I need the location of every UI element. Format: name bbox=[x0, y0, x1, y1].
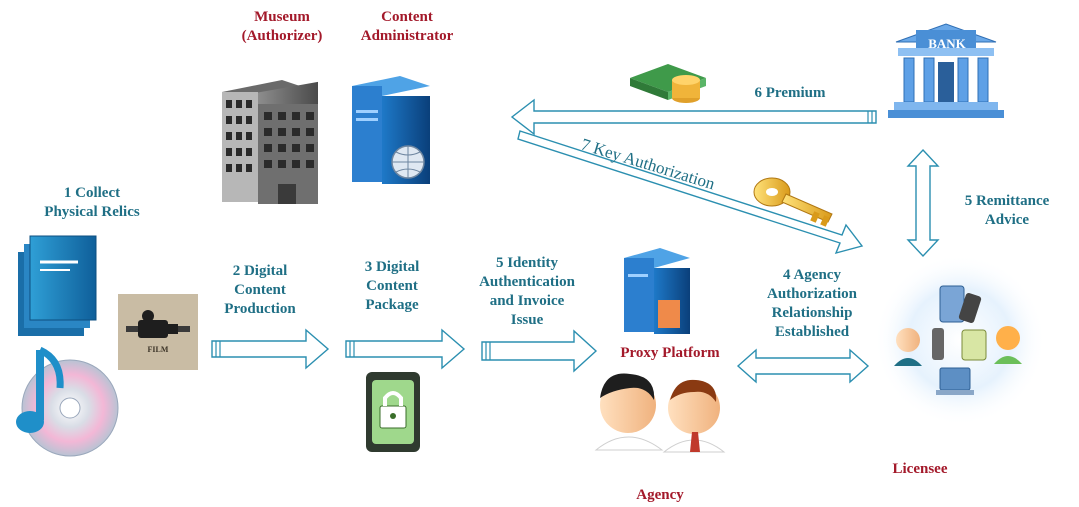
server-globe-icon bbox=[352, 76, 430, 184]
agency-people-icon bbox=[594, 373, 726, 453]
agency-label: Agency bbox=[636, 487, 684, 503]
museum-label: Museum (Authorizer) bbox=[241, 9, 323, 44]
step-agency-auth-label: 4 Agency Authorization Relationship Esta… bbox=[767, 267, 857, 340]
bank-icon bbox=[888, 23, 1004, 118]
arrow-production bbox=[211, 328, 330, 370]
step-package-label: 3 Digital Content Package bbox=[364, 259, 420, 313]
arrow-key-auth bbox=[517, 130, 864, 255]
museum-building-icon bbox=[222, 80, 318, 204]
arrow-identity bbox=[481, 329, 598, 373]
licensee-label: Licensee bbox=[892, 461, 948, 477]
step-collect-label: 1 Collect Physical Relics bbox=[44, 185, 140, 220]
lock-card-icon bbox=[366, 372, 420, 452]
proxy-platform-label: Proxy Platform bbox=[620, 345, 720, 361]
arrow-remittance bbox=[906, 148, 940, 258]
arrow-package bbox=[345, 328, 466, 370]
proxy-server-icon bbox=[624, 248, 690, 334]
content-admin-label: Content Administrator bbox=[360, 9, 454, 44]
step-production-label: 2 Digital Content Production bbox=[224, 263, 296, 317]
step-identity-label: 5 Identity Authentication and Invoice Is… bbox=[479, 255, 575, 328]
music-cd-icon bbox=[16, 346, 119, 457]
money-coins-icon bbox=[630, 64, 706, 103]
arrow-agency-auth bbox=[736, 348, 870, 384]
arrow-premium bbox=[510, 98, 877, 136]
key-icon bbox=[753, 177, 833, 227]
step-premium-label: 6 Premium bbox=[754, 85, 826, 101]
film-camera-icon bbox=[118, 294, 198, 370]
licensee-network-icon bbox=[874, 254, 1046, 426]
flow-arrows bbox=[211, 98, 940, 384]
step-remittance-label: 5 Remittance Advice bbox=[964, 193, 1050, 228]
books-icon bbox=[18, 235, 97, 336]
